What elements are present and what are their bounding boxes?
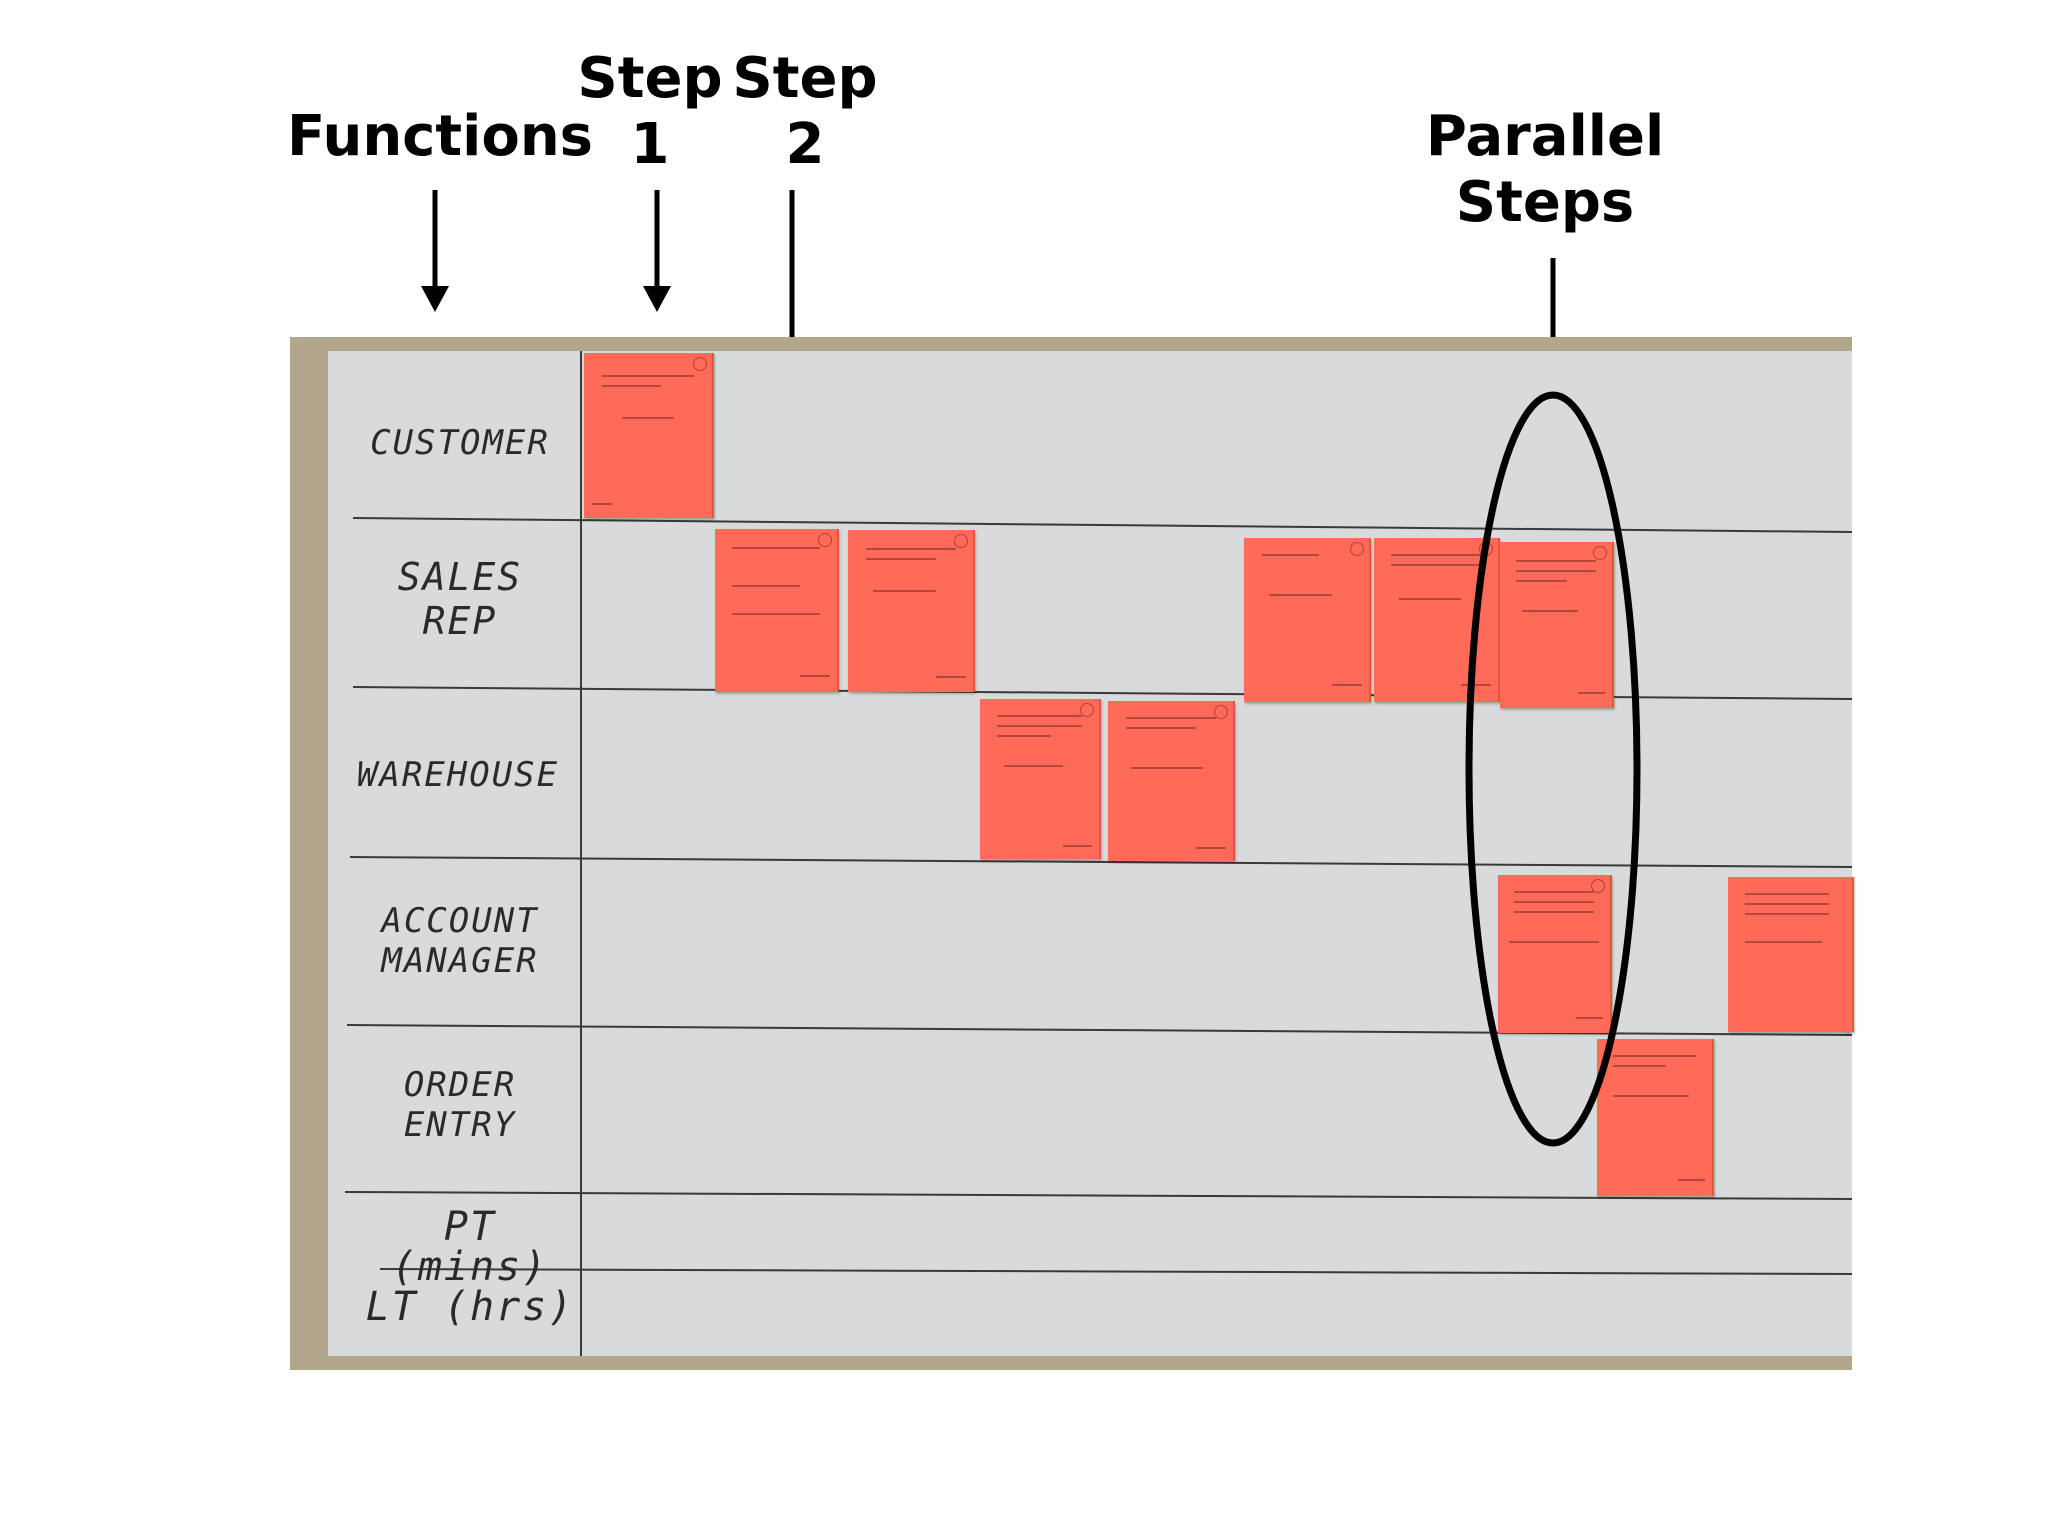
process-card — [1500, 542, 1614, 708]
row-label-account-manager-line2: MANAGER — [381, 941, 539, 981]
row-label-account-manager-line1: ACCOUNT — [381, 901, 539, 941]
row-label-lt-text: LT (hrs) — [365, 1284, 575, 1330]
row-label-order-entry: ORDER ENTRY — [350, 1065, 570, 1145]
row-label-order-entry-line2: ENTRY — [403, 1105, 517, 1145]
row-label-order-entry-line1: ORDER — [403, 1065, 517, 1105]
process-card — [1498, 875, 1612, 1033]
process-card — [1244, 538, 1371, 702]
step-2-label: Step 2 — [725, 46, 885, 178]
process-card — [848, 530, 975, 692]
step-1-label-line2: 1 — [630, 112, 670, 177]
row-label-customer: CUSTOMER — [350, 423, 570, 463]
parallel-steps-label: Parallel Steps — [1395, 104, 1695, 236]
process-card-edge — [1846, 877, 1854, 1032]
row-label-customer-text: CUSTOMER — [370, 423, 550, 463]
row-label-lt: LT (hrs) — [360, 1287, 580, 1327]
process-card — [715, 529, 839, 692]
process-card — [1374, 538, 1500, 702]
step-2-label-line2: 2 — [785, 112, 825, 177]
functions-label-text: Functions — [286, 104, 594, 169]
row-label-sales-rep: SALES REP — [350, 555, 570, 643]
functions-arrow — [421, 190, 449, 312]
functions-label: Functions — [280, 104, 600, 170]
process-card — [1108, 701, 1235, 861]
process-card — [980, 699, 1101, 859]
row-label-warehouse: WAREHOUSE — [338, 755, 578, 795]
row-label-account-manager: ACCOUNT MANAGER — [350, 901, 570, 981]
row-label-pt: PT (mins) — [360, 1207, 580, 1287]
value-stream-board-photo: CUSTOMER SALES REP WAREHOUSE ACCOUNT MAN… — [290, 337, 1854, 1370]
step-2-label-line1: Step — [732, 46, 878, 111]
row-label-sales-rep-line1: SALES — [397, 555, 523, 599]
row-label-sales-rep-line2: REP — [422, 599, 498, 643]
parallel-steps-label-line2: Steps — [1455, 170, 1635, 235]
process-card — [584, 353, 714, 518]
row-label-pt-text: PT (mins) — [391, 1204, 549, 1290]
parallel-steps-label-line1: Parallel — [1425, 104, 1665, 169]
process-card — [1597, 1039, 1714, 1196]
step-1-label: Step 1 — [570, 46, 730, 178]
row-label-warehouse-text: WAREHOUSE — [356, 755, 560, 795]
step-1-arrow — [643, 190, 671, 312]
step-1-label-line1: Step — [577, 46, 723, 111]
process-card — [1728, 877, 1848, 1032]
